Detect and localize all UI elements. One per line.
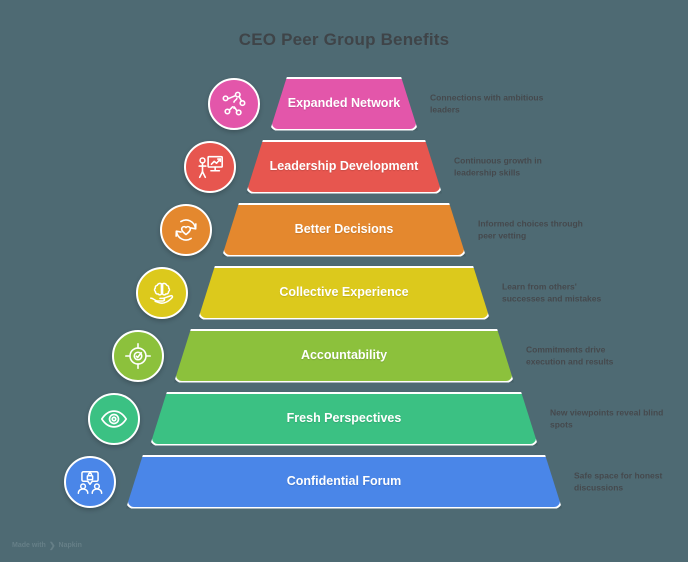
tier-caption: Learn from others' successes and mistake… bbox=[502, 280, 602, 304]
tier-shape[interactable]: Confidential Forum bbox=[126, 454, 562, 509]
tier-label: Leadership Development bbox=[269, 158, 419, 173]
tier-label: Expanded Network bbox=[287, 95, 401, 110]
tier-label: Confidential Forum bbox=[286, 473, 402, 488]
page-title: CEO Peer Group Benefits bbox=[238, 30, 450, 49]
tier-shape[interactable]: Collective Experience bbox=[198, 265, 490, 320]
tier-shape[interactable]: Fresh Perspectives bbox=[150, 391, 538, 446]
tier-caption: Informed choices through peer vetting bbox=[478, 217, 583, 241]
chevron-right-icon: ❯ bbox=[48, 541, 56, 550]
heart-refresh-cycle-icon bbox=[160, 203, 212, 256]
lock-speech-people-icon bbox=[64, 455, 116, 508]
tier-caption: Connections with ambitious leaders bbox=[430, 91, 544, 115]
pyramid-tier[interactable]: Fresh Perspectives New viewpoints reveal … bbox=[0, 387, 688, 450]
watermark: Made with ❯ Napkin bbox=[12, 541, 82, 550]
pyramid-tier[interactable]: Accountability Commitments drive executio… bbox=[0, 324, 688, 387]
tier-caption: Continuous growth in leadership skills bbox=[454, 154, 542, 178]
pyramid-tier[interactable]: Confidential Forum Safe space for honest … bbox=[0, 450, 688, 513]
target-check-icon bbox=[112, 329, 164, 382]
tier-caption: New viewpoints reveal blind spots bbox=[550, 406, 664, 430]
tier-caption: Commitments drive execution and results bbox=[526, 343, 614, 367]
pyramid-tier[interactable]: Better Decisions Informed choices through… bbox=[0, 198, 688, 261]
tier-shape[interactable]: Better Decisions bbox=[222, 202, 466, 257]
hand-holding-brain-icon bbox=[136, 266, 188, 319]
tier-label: Fresh Perspectives bbox=[286, 410, 402, 425]
network-nodes-icon bbox=[208, 77, 260, 130]
tier-label: Better Decisions bbox=[294, 221, 394, 236]
pyramid-tier[interactable]: Leadership Development Continuous growth … bbox=[0, 135, 688, 198]
watermark-brand: Napkin bbox=[58, 542, 82, 549]
tier-shape[interactable]: Leadership Development bbox=[246, 139, 442, 194]
tier-label: Collective Experience bbox=[279, 284, 409, 299]
watermark-prefix: Made with bbox=[12, 542, 46, 549]
presentation-chart-person-icon bbox=[184, 140, 236, 193]
pyramid-tier[interactable]: Collective Experience Learn from others' … bbox=[0, 261, 688, 324]
tier-caption: Safe space for honest discussions bbox=[574, 469, 663, 493]
eye-icon bbox=[88, 392, 140, 445]
pyramid-tier[interactable]: Expanded Network Connections with ambitio… bbox=[0, 72, 688, 135]
pyramid-diagram: Expanded Network Connections with ambitio… bbox=[0, 72, 688, 513]
tier-label: Accountability bbox=[300, 347, 388, 362]
tier-shape[interactable]: Accountability bbox=[174, 328, 514, 383]
tier-shape[interactable]: Expanded Network bbox=[270, 76, 418, 131]
